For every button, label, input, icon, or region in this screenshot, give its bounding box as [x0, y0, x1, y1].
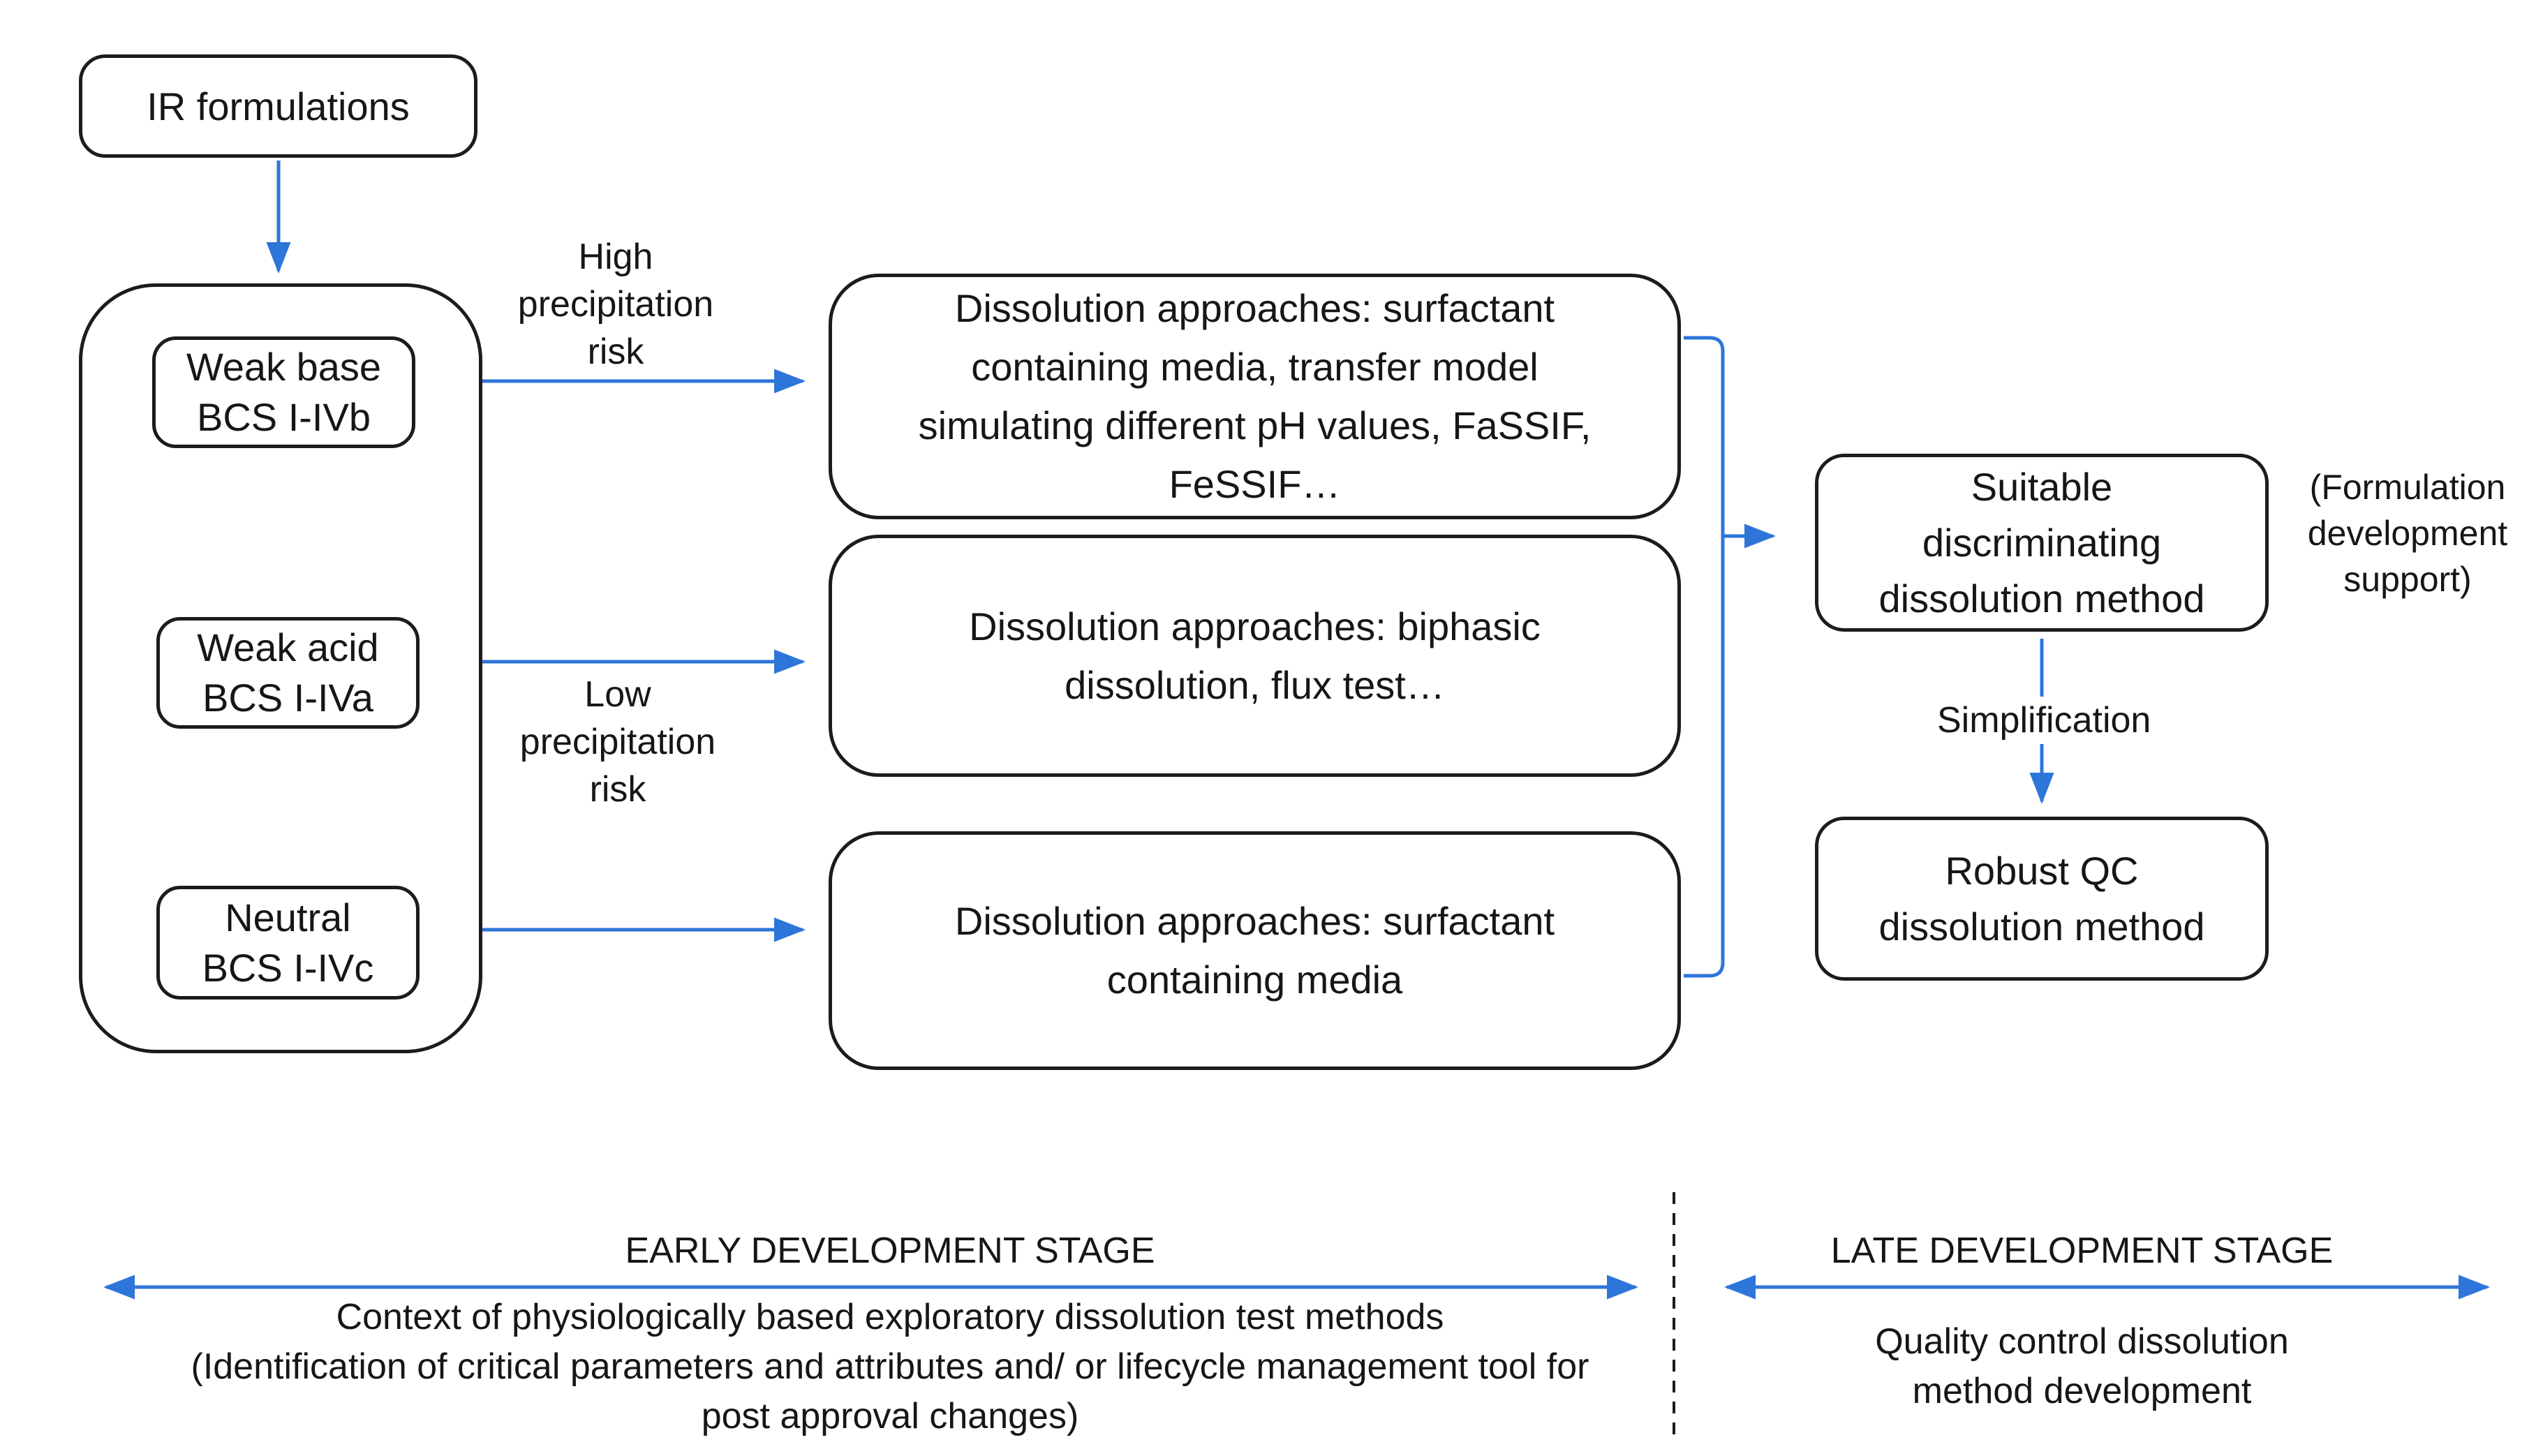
- label-low-precipitation-risk: Low precipitation risk: [519, 674, 716, 810]
- node-robust-qc-method: Robust QC dissolution method: [1815, 817, 2269, 981]
- label-high-precipitation-risk: High precipitation risk: [517, 237, 714, 372]
- early-stage-description: Context of physiologically based explora…: [191, 1297, 1589, 1436]
- early-development-stage-section: EARLY DEVELOPMENT STAGE Context of physi…: [101, 1230, 1679, 1436]
- node-approach-neutral: Dissolution approaches: surfactant conta…: [829, 831, 1681, 1070]
- node-suitable-discriminating-method: Suitable discriminating dissolution meth…: [1815, 454, 2269, 632]
- label-formulation-development-support: (Formulation development support): [2307, 468, 2508, 599]
- node-neutral: Neutral BCS I-IVc: [156, 886, 420, 1000]
- node-approach-low-risk: Dissolution approaches: biphasic dissolu…: [829, 535, 1681, 777]
- early-stage-title: EARLY DEVELOPMENT STAGE: [625, 1231, 1155, 1271]
- node-ir-formulations: IR formulations: [79, 54, 477, 158]
- late-development-stage-section: LATE DEVELOPMENT STAGE Quality control d…: [1693, 1230, 2471, 1411]
- node-weak-acid: Weak acid BCS I-IVa: [156, 617, 420, 729]
- bracket-approaches: [1684, 336, 1725, 978]
- late-stage-title: LATE DEVELOPMENT STAGE: [1830, 1231, 2334, 1271]
- node-approach-high-risk: Dissolution approaches: surfactant conta…: [829, 274, 1681, 519]
- node-weak-base: Weak base BCS I-IVb: [152, 336, 415, 448]
- late-stage-description: Quality control dissolution method devel…: [1875, 1321, 2289, 1411]
- label-simplification: Simplification: [1937, 697, 2151, 744]
